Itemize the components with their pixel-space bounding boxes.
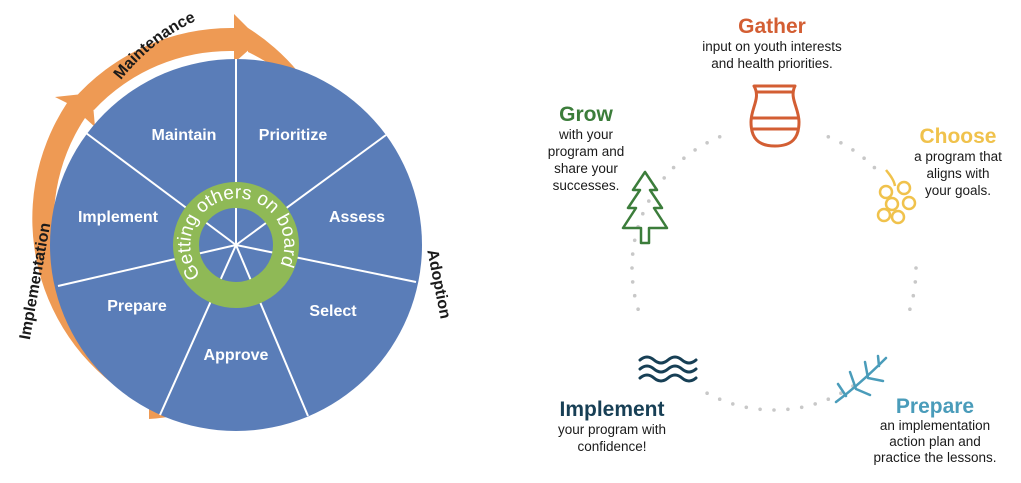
dot <box>630 252 635 256</box>
dot <box>839 391 843 396</box>
gather-desc-line-2: and health priorities. <box>711 56 833 71</box>
dot <box>908 307 912 312</box>
dot <box>799 405 804 410</box>
dot <box>839 141 843 145</box>
dot <box>731 402 735 406</box>
dot <box>772 408 776 412</box>
dot <box>744 405 749 410</box>
pot-icon <box>749 84 801 148</box>
dot <box>662 176 666 180</box>
choose-desc-line-1: a program that <box>914 149 1002 164</box>
dotted-circle <box>630 135 918 412</box>
implementation-arrow <box>32 93 152 402</box>
program-steps-diagram: Gather input on youth interests and heal… <box>548 15 1002 465</box>
dot <box>758 407 762 412</box>
dot <box>632 238 637 243</box>
dot <box>717 397 722 402</box>
prepare-title: Prepare <box>896 395 974 418</box>
dot <box>705 141 709 145</box>
grow-desc-line-3: share your <box>554 161 618 176</box>
dot <box>862 156 866 160</box>
segment-approve: Approve <box>204 347 269 364</box>
dot <box>632 293 637 298</box>
choose-title: Choose <box>919 125 996 148</box>
segment-implement: Implement <box>78 209 159 226</box>
dot <box>647 199 651 203</box>
dot <box>693 148 697 152</box>
segment-dividers <box>57 59 417 417</box>
grow-desc-line-2: program and <box>548 144 625 159</box>
waves-icon <box>638 355 698 383</box>
dot <box>682 156 686 160</box>
implementation-cycle-diagram: Maintenance Adoption Implementation Prio… <box>17 8 453 431</box>
grapes-icon <box>876 169 917 225</box>
grow-desc-line-1: with your <box>558 127 614 142</box>
dot <box>636 307 640 312</box>
dot <box>872 165 877 170</box>
dot <box>641 211 645 216</box>
dot <box>717 135 722 139</box>
dot <box>913 280 918 284</box>
dot <box>914 266 918 270</box>
choose-desc-line-2: aligns with <box>926 166 989 181</box>
segment-prepare: Prepare <box>107 298 167 315</box>
outer-ring <box>32 14 356 419</box>
segment-prioritize: Prioritize <box>259 127 328 144</box>
segment-maintain: Maintain <box>152 127 217 144</box>
dot <box>813 402 817 406</box>
prepare-desc-line-2: action plan and <box>889 434 981 449</box>
dot <box>630 266 634 270</box>
dot <box>671 165 676 170</box>
choose-desc-line-3: your goals. <box>925 183 991 198</box>
implement-title: Implement <box>559 398 664 421</box>
gather-desc-line-1: input on youth interests <box>702 39 842 54</box>
maintenance-arrow <box>72 14 260 110</box>
grow-desc-line-4: successes. <box>553 178 620 193</box>
dot <box>826 135 831 139</box>
dot <box>630 280 635 284</box>
dot <box>705 391 709 396</box>
implement-desc-line-1: your program with <box>558 422 666 437</box>
adoption-label: Adoption <box>423 248 453 320</box>
grow-title: Grow <box>559 103 613 126</box>
prepare-desc-line-3: practice the lessons. <box>873 450 996 465</box>
dot <box>786 407 790 412</box>
hub-ring <box>173 182 299 308</box>
dot <box>851 148 855 152</box>
prepare-desc-line-1: an implementation <box>880 418 990 433</box>
segment-select: Select <box>309 303 357 320</box>
segment-assess: Assess <box>329 209 385 226</box>
tree-icon <box>621 170 669 245</box>
gather-title: Gather <box>738 15 806 38</box>
dot <box>911 293 916 298</box>
dot <box>826 397 831 402</box>
sprig-icon <box>834 354 888 404</box>
implement-desc-line-2: confidence! <box>577 439 646 454</box>
